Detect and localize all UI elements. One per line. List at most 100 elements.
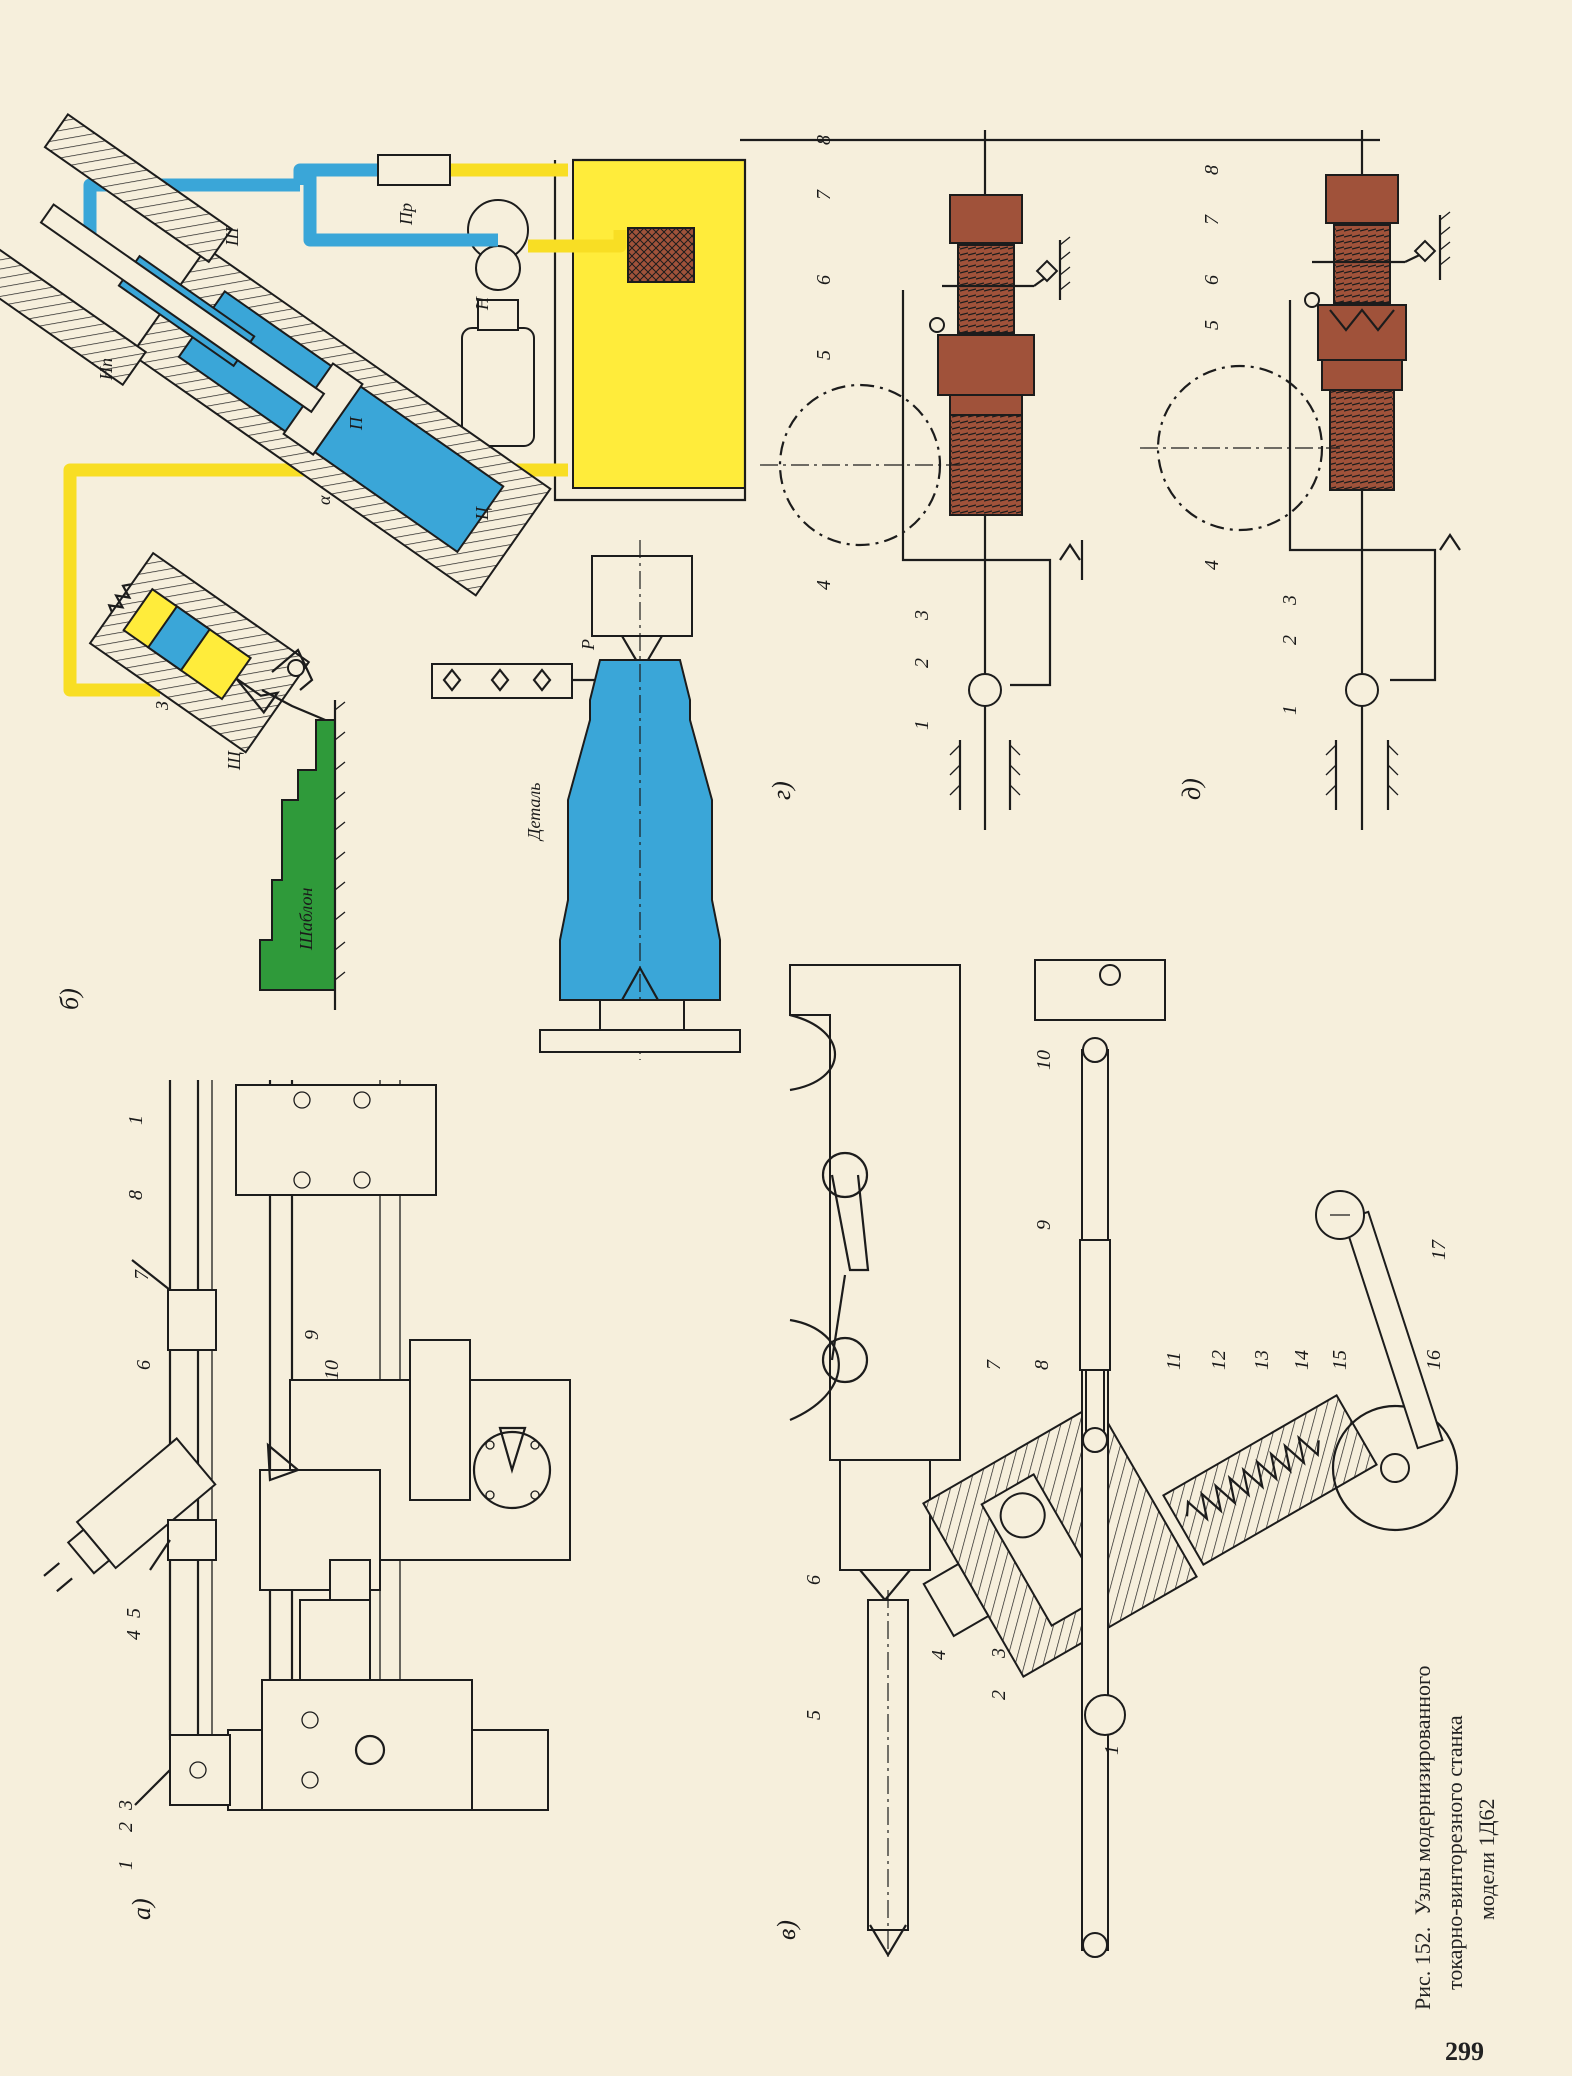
num-v-9: 9: [1033, 1220, 1055, 1230]
panel-a-carriage: 1 2 3 4 5 6 7 8 9 10 1 а): [43, 1080, 571, 1920]
num-d-7: 7: [1201, 214, 1223, 225]
num-v-14: 14: [1291, 1350, 1313, 1370]
spring-7-d: [1333, 224, 1391, 304]
gear-8-g: [949, 194, 1023, 244]
figure-caption: Рис. 152. Узлы модернизированного токарн…: [1410, 1665, 1499, 2010]
num-g-2: 2: [911, 658, 933, 668]
worm-3-g: [949, 414, 1023, 516]
num-a-7: 7: [131, 1269, 153, 1280]
caption-fig-label: Рис. 152.: [1410, 1927, 1435, 2010]
panel-d-clutch: 8 7 6 5 4 3 2 1 д): [1140, 130, 1461, 830]
panel-v-tracer: 1 2 3 4 5 6 7 8 9 10 11 12 13 14 15 16 1…: [772, 959, 1459, 1960]
num-v-17: 17: [1428, 1239, 1450, 1260]
tool-post: [261, 1679, 473, 1811]
num-a-1: 1: [115, 1860, 137, 1870]
stop-10: [1034, 959, 1166, 1021]
num-g-4: 4: [813, 580, 835, 590]
num-v-11: 11: [1163, 1351, 1185, 1370]
spring-7-g: [957, 244, 1015, 334]
num-g-5: 5: [813, 350, 835, 360]
clutch-5-g: [937, 334, 1035, 396]
svg-text:Рис. 152. Узлы модернизи: Рис. 152. Узлы модернизированного: [1410, 1665, 1435, 2010]
panel-d-label: д): [1177, 778, 1206, 800]
num-d-6: 6: [1201, 275, 1223, 285]
num-d-4: 4: [1201, 560, 1223, 570]
compound-slide: [409, 1339, 471, 1501]
oil-tank: [572, 159, 746, 489]
num-d-1: 1: [1279, 705, 1301, 715]
gear-8-d: [1325, 174, 1399, 224]
num-a-10: 10: [321, 1360, 343, 1380]
caption-line-1: Узлы модернизированного: [1410, 1665, 1435, 1915]
caption-line-2: токарно-винторезного станка: [1442, 1715, 1467, 1990]
label-pr: Пр: [396, 203, 416, 226]
num-v-2: 2: [988, 1690, 1010, 1700]
num-d-5: 5: [1201, 320, 1223, 330]
num-v-5: 5: [803, 1710, 825, 1720]
panel-b-hydraulic-copier: Нп Ш Пр Н П α Ц З Щ Р Шаблон Деталь б): [0, 112, 747, 1060]
caption-line-3: модели 1Д62: [1474, 1798, 1499, 1920]
panel-a-label: а): [127, 1898, 156, 1920]
label-shch: Щ: [224, 750, 244, 771]
page-number: 299: [1445, 2037, 1484, 2066]
coupling-1-d: [1345, 673, 1379, 707]
num-a-9: 9: [301, 1330, 323, 1340]
num-d-3: 3: [1279, 595, 1301, 606]
label-template: Шаблон: [296, 888, 316, 951]
panel-b-label: б): [55, 988, 84, 1010]
bracket-top: [235, 1084, 437, 1196]
num-v-13: 13: [1251, 1350, 1273, 1370]
tailstock-body: [789, 964, 961, 1461]
label-sh: Ш: [222, 226, 242, 247]
num-v-8: 8: [1031, 1360, 1053, 1370]
clutch-5-d: [1317, 304, 1407, 361]
oil-filter: [627, 227, 695, 283]
num-g-7: 7: [813, 189, 835, 200]
worm-3-d: [1329, 389, 1395, 491]
label-n: Н: [472, 296, 492, 311]
quill: [839, 1459, 931, 1571]
motor: [461, 327, 535, 447]
rod-9: [1081, 1049, 1109, 1951]
num-v-3: 3: [988, 1648, 1010, 1659]
num-v-1: 1: [1101, 1745, 1123, 1755]
slide-rod: [39, 203, 326, 414]
num-v-16: 16: [1423, 1350, 1445, 1370]
headstock-center: [539, 1029, 741, 1053]
label-p: П: [346, 416, 366, 431]
num-g-3: 3: [911, 610, 933, 621]
tracer-finger: [261, 689, 331, 724]
num-d-2: 2: [1279, 635, 1301, 645]
num-v-10: 10: [1033, 1050, 1055, 1070]
label-r: Р: [578, 639, 598, 651]
num-a-8: 8: [125, 1190, 147, 1200]
num-g-8: 8: [813, 135, 835, 145]
panel-g-clutch: 8 7 6 5 4 3 2 1 г): [740, 130, 1380, 830]
num-a-5: 5: [123, 1608, 145, 1618]
panel-v-label: в): [772, 1920, 801, 1940]
label-alpha: α: [314, 495, 334, 505]
num-a-3: 3: [115, 1800, 137, 1811]
tracer-lever: [271, 648, 314, 691]
handwheel: [472, 1430, 552, 1510]
num-v-6: 6: [803, 1575, 825, 1585]
tool-holder: [431, 663, 573, 699]
coupling-1-g: [968, 673, 1002, 707]
spring-13: [1185, 1434, 1320, 1522]
num-v-7: 7: [983, 1359, 1005, 1370]
num-g-6: 6: [813, 275, 835, 285]
label-c: Ц: [472, 506, 492, 521]
num-a-4: 4: [123, 1630, 145, 1640]
num-v-4: 4: [928, 1650, 950, 1660]
num-v-15: 15: [1329, 1350, 1351, 1370]
num-a-1-top: 1: [125, 1115, 147, 1125]
panel-g-label: г): [767, 781, 796, 800]
spring-housing: [1162, 1393, 1378, 1567]
disc-16: [1331, 1404, 1459, 1532]
pin-1: [1084, 1694, 1126, 1736]
leadscrew-block: [169, 1734, 231, 1806]
label-part: Деталь: [524, 783, 544, 842]
label-np: Нп: [96, 358, 116, 381]
num-d-8: 8: [1201, 165, 1223, 175]
